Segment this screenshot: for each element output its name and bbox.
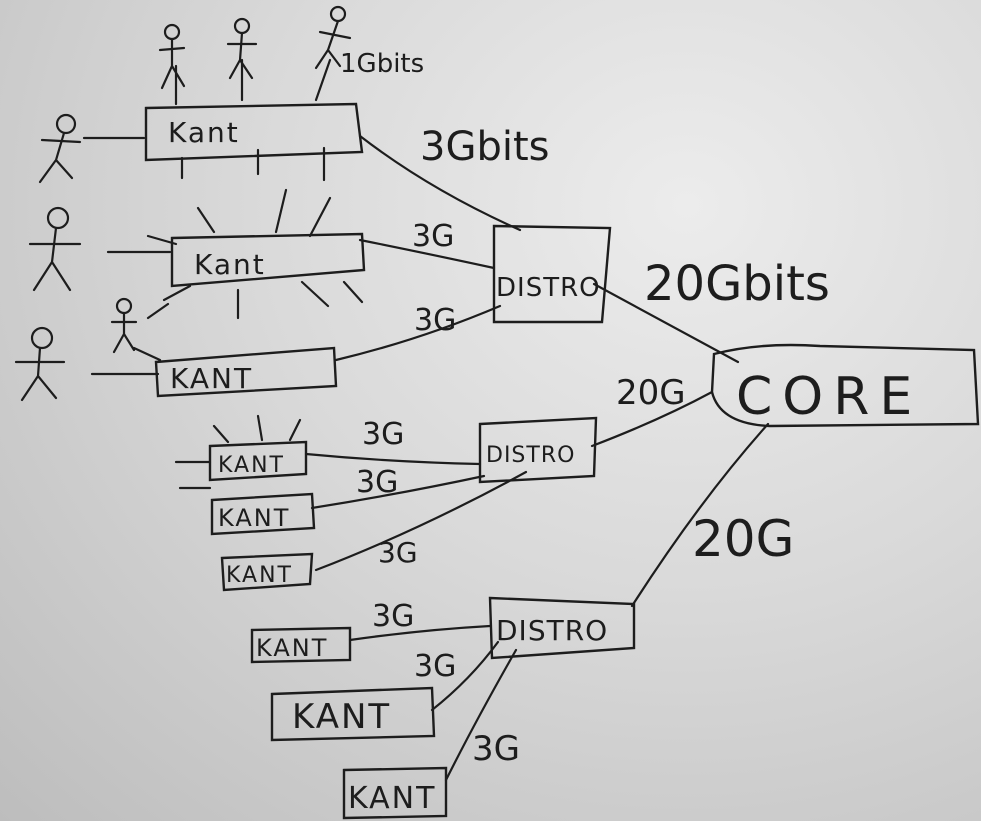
link-label-distro1-core: 20Gbits (644, 256, 830, 312)
user-figure (158, 23, 186, 90)
link-label-distro3-core: 20G (692, 510, 794, 568)
link-label-distro2-core: 20G (616, 373, 686, 413)
user-figure (14, 326, 66, 402)
distro-node-2: DISTRO (478, 416, 598, 484)
distro-label: DISTRO (496, 614, 608, 647)
kant-node-3: KANT (154, 346, 338, 398)
link-label-kant9-distro3: 3G (472, 729, 520, 769)
kant-node-2: Kant (170, 232, 366, 288)
link-label-kant6-distro2: 3G (378, 536, 418, 569)
link-label-kant5-distro2: 3G (356, 465, 398, 500)
kant-node-8: KANT (270, 686, 436, 742)
kant-label: Kant (194, 248, 266, 281)
kant-node-9: KANT (342, 766, 448, 820)
link-label-kant3-distro1: 3G (414, 303, 456, 338)
link-label-kant1-distro1: 3Gbits (420, 124, 549, 170)
link-label-kant2-distro1: 3G (412, 219, 454, 254)
kant-label: KANT (226, 563, 293, 588)
kant-label: KANT (218, 453, 285, 478)
kant-label: KANT (170, 362, 253, 395)
user-figure (28, 206, 82, 292)
kant-label: KANT (256, 634, 328, 662)
user-figure (38, 113, 82, 184)
kant-label: Kant (168, 116, 240, 149)
user-access-lines (82, 58, 364, 490)
kant-node-5: KANT (210, 492, 316, 536)
link-label-kant7-distro3: 3G (372, 599, 414, 634)
core-label: CORE (736, 367, 922, 427)
kant-label: KANT (292, 697, 391, 737)
links (304, 134, 770, 782)
user-figure (110, 297, 138, 354)
core-node: CORE (710, 343, 980, 428)
user-figure (314, 5, 352, 70)
distro-node-1: DISTRO (492, 224, 612, 324)
kant-node-1: Kant (144, 102, 364, 162)
link-label-user: 1Gbits (340, 49, 424, 79)
kant-node-7: KANT (250, 626, 352, 664)
link-label-kant8-distro3: 3G (414, 649, 456, 684)
kant-label: KANT (218, 504, 290, 532)
link-label-kant4-distro2: 3G (362, 417, 404, 452)
distro-label: DISTRO (496, 273, 601, 303)
kant-node-6: KANT (220, 552, 314, 592)
distro-label: DISTRO (486, 443, 575, 468)
distro-node-3: DISTRO (488, 596, 636, 660)
kant-node-4: KANT (208, 440, 308, 482)
kant-label: KANT (348, 781, 436, 816)
user-figure (226, 17, 258, 80)
